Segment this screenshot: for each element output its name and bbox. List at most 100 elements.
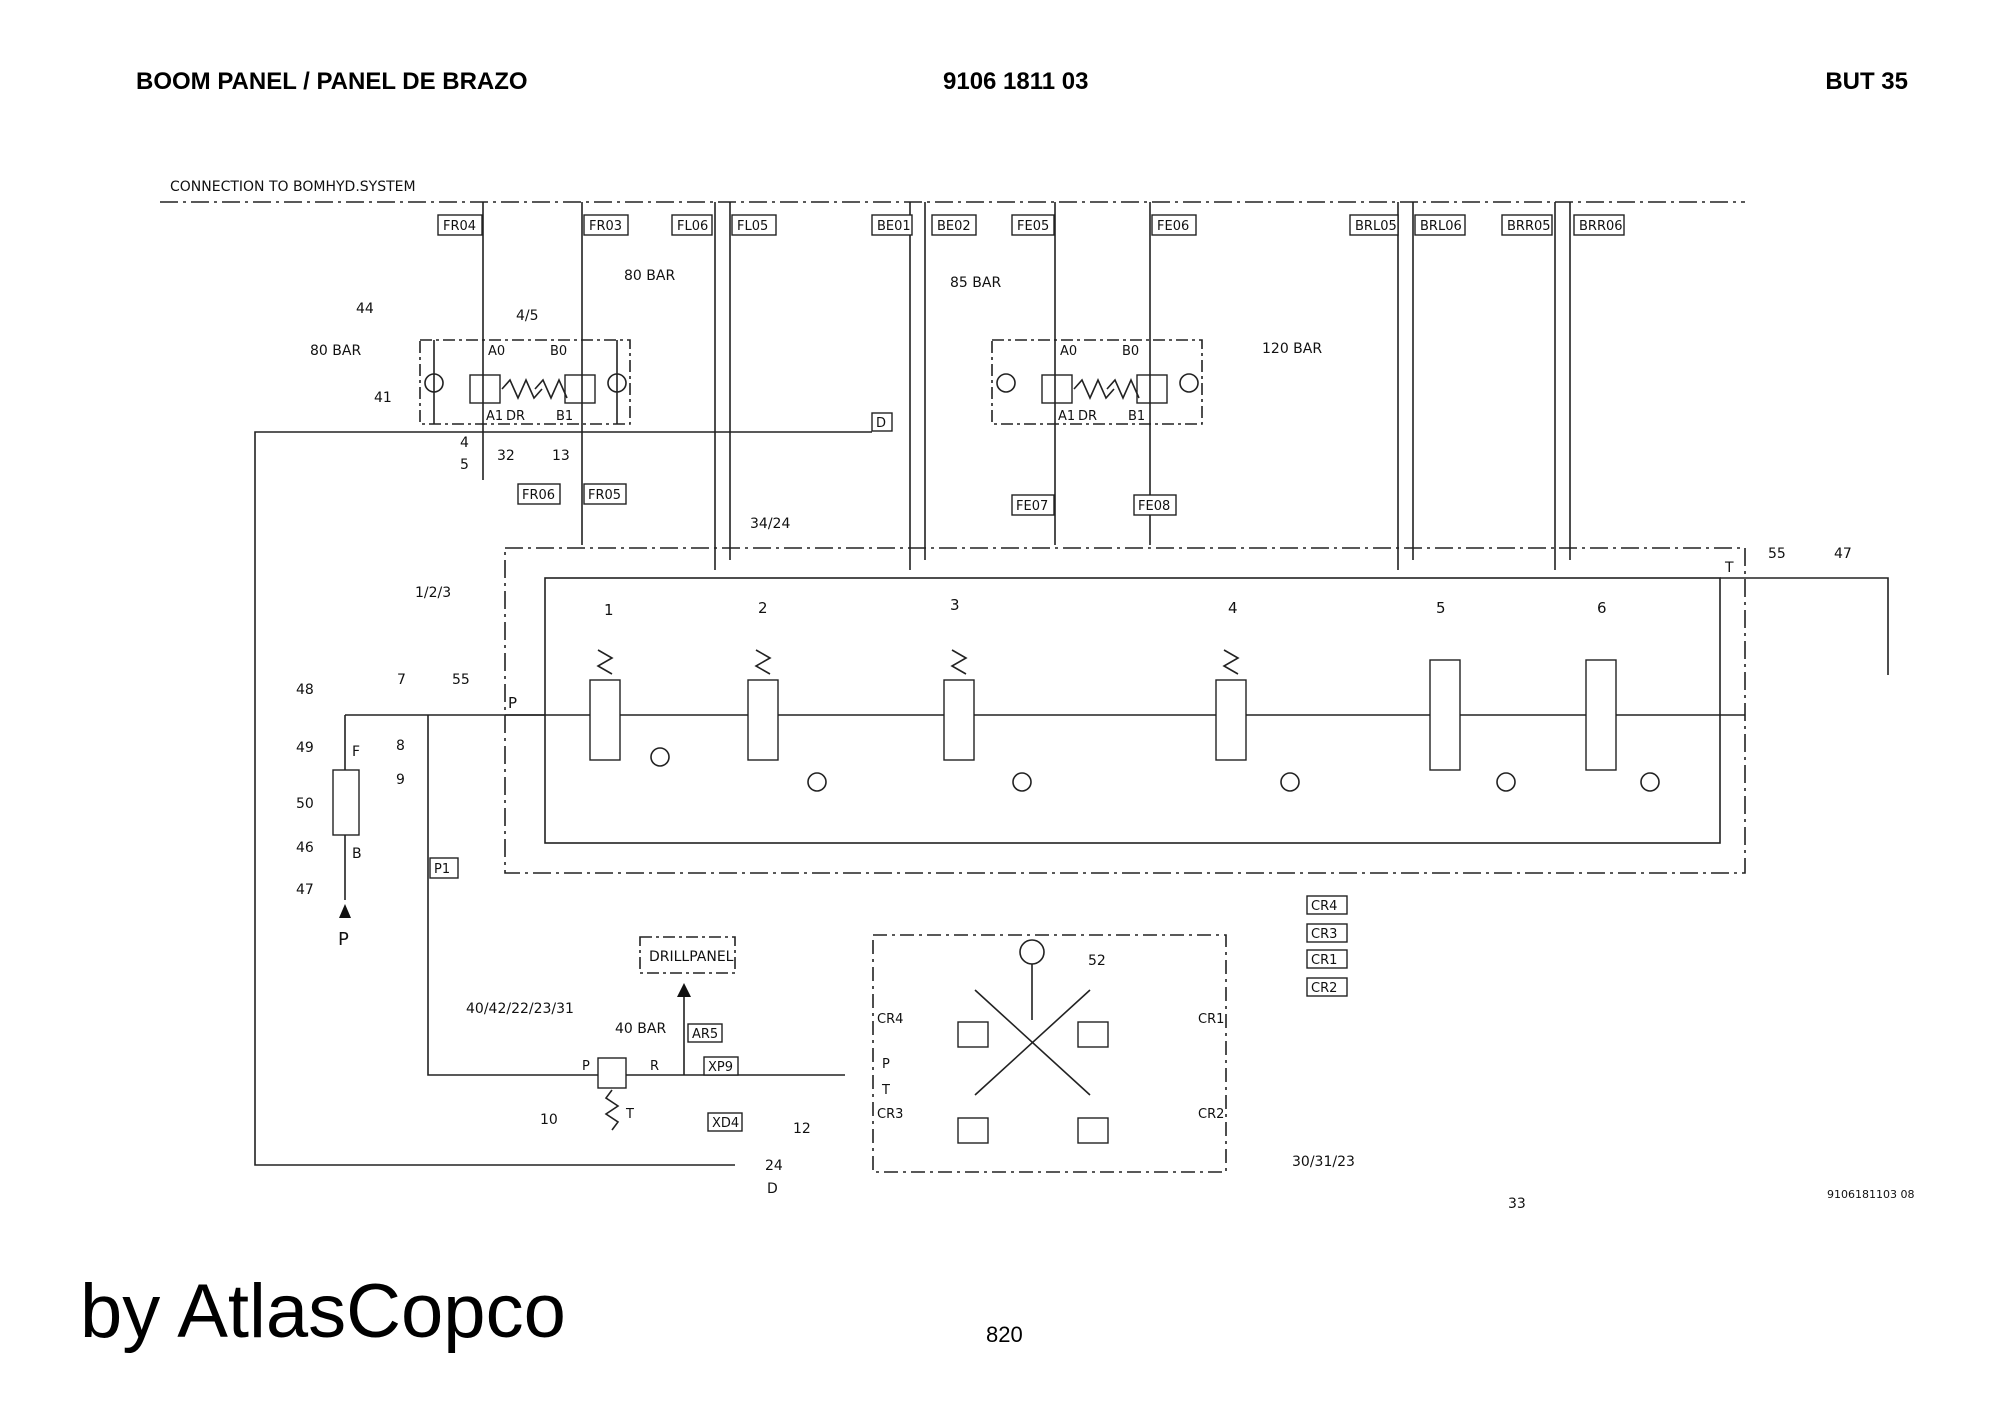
port-dr-right: DR bbox=[1078, 409, 1097, 424]
valve-section-2: 2 bbox=[747, 599, 827, 792]
port-tag-be02: BE02 bbox=[937, 219, 971, 234]
section-label-4: 4 bbox=[1228, 599, 1238, 617]
callout-13: 13 bbox=[552, 448, 570, 464]
document-number: 9106 1811 03 bbox=[943, 68, 1089, 95]
joystick-port-cr4: CR4 bbox=[877, 1012, 903, 1027]
port-tag-brl05: BRL05 bbox=[1355, 219, 1397, 234]
port-tag-fr03: FR03 bbox=[589, 219, 622, 234]
hose-lines bbox=[482, 202, 1571, 570]
callout-55-left: 55 bbox=[452, 672, 470, 688]
callout-9: 9 bbox=[396, 772, 405, 788]
block-port-t: T bbox=[1724, 560, 1734, 576]
section-label-3: 3 bbox=[950, 596, 960, 614]
callout-8: 8 bbox=[396, 738, 405, 754]
directional-valve-block: 1/2/3 P T bbox=[415, 547, 1746, 874]
callout-12: 12 bbox=[793, 1121, 811, 1137]
joystick-port-cr2: CR2 bbox=[1198, 1107, 1224, 1122]
valve-section-6: 6 bbox=[1585, 599, 1660, 792]
port-tag-fl05: FL05 bbox=[737, 219, 768, 234]
port-dr-left: DR bbox=[506, 409, 525, 424]
callout-4: 4 bbox=[460, 435, 469, 451]
callout-34-24: 34/24 bbox=[750, 516, 790, 532]
overcenter-valve-left: A0 B0 A1 DR B1 bbox=[419, 330, 631, 425]
inlet-port-p: P bbox=[338, 929, 349, 950]
callout-40-42-22-23-31: 40/42/22/23/31 bbox=[466, 1001, 574, 1017]
callout-24: 24 bbox=[765, 1158, 783, 1174]
callout-44: 44 bbox=[356, 301, 374, 317]
joystick-port-p: P bbox=[882, 1057, 890, 1072]
overcenter-valve-right: A0 B0 A1 DR B1 bbox=[991, 330, 1203, 425]
relief-pressure-120: 120 BAR bbox=[1262, 341, 1322, 357]
section-label-1: 1 bbox=[604, 601, 614, 619]
page-number: 820 bbox=[986, 1322, 1023, 1347]
pressure-reducing-valve: 40/42/22/23/31 P R T 10 12 24 D bbox=[466, 1001, 811, 1197]
callout-33: 33 bbox=[1508, 1196, 1526, 1212]
port-b1-right: B1 bbox=[1128, 409, 1145, 424]
connection-label: CONNECTION TO BOMHYD.SYSTEM bbox=[170, 179, 416, 195]
port-tag-fe06: FE06 bbox=[1157, 219, 1189, 234]
port-b0-left: B0 bbox=[550, 344, 567, 359]
port-tag-brl06: BRL06 bbox=[1420, 219, 1462, 234]
valve-section-4: 4 bbox=[1215, 599, 1300, 792]
port-tag-brr06: BRR06 bbox=[1579, 219, 1623, 234]
port-b0-right: B0 bbox=[1122, 344, 1139, 359]
callout-5: 5 bbox=[460, 457, 469, 473]
port-a1-right: A1 bbox=[1058, 409, 1075, 424]
port-tag-fr06: FR06 bbox=[522, 488, 555, 503]
section-label-2: 2 bbox=[758, 599, 768, 617]
joystick-port-t: T bbox=[881, 1083, 890, 1098]
callout-7: 7 bbox=[397, 672, 406, 688]
port-tag-cr4: CR4 bbox=[1311, 899, 1337, 914]
block-port-p: P bbox=[508, 694, 517, 712]
drillpanel-connection: DRILLPANEL AR5 XP9 XD4 bbox=[639, 936, 743, 1132]
relief-pressure-80-top: 80 BAR bbox=[624, 268, 675, 284]
joystick-port-cr3: CR3 bbox=[877, 1107, 903, 1122]
port-tag-cr1: CR1 bbox=[1311, 953, 1337, 968]
relief-pressure-85: 85 BAR bbox=[950, 275, 1001, 291]
callout-55-right: 55 bbox=[1768, 546, 1786, 562]
drawing-reference: 9106181103 08 bbox=[1827, 1188, 1914, 1201]
drillpanel-label: DRILLPANEL bbox=[649, 949, 734, 965]
callout-46: 46 bbox=[296, 840, 314, 856]
callout-47-right: 47 bbox=[1834, 546, 1852, 562]
pressure-inlet: P 48 49 50 46 47 F B 7 8 9 55 bbox=[296, 672, 545, 950]
relief-pressure-80-left: 80 BAR bbox=[310, 343, 361, 359]
port-b1-left: B1 bbox=[556, 409, 573, 424]
pilot-joystick-valve: 52 CR4 CR1 CR3 CR2 P T bbox=[872, 934, 1227, 1173]
section-label-5: 5 bbox=[1436, 599, 1446, 617]
callout-32: 32 bbox=[497, 448, 515, 464]
port-tag-fe07: FE07 bbox=[1016, 499, 1048, 514]
valve-section-3: 3 bbox=[943, 596, 1032, 792]
callout-30-31-23: 30/31/23 bbox=[1292, 1154, 1355, 1170]
document-title: BOOM PANEL / PANEL DE BRAZO bbox=[136, 68, 528, 95]
port-tag-fe05: FE05 bbox=[1017, 219, 1049, 234]
port-tag-brr05: BRR05 bbox=[1507, 219, 1551, 234]
drain-port-d: D bbox=[767, 1181, 778, 1197]
callout-4-5: 4/5 bbox=[516, 308, 539, 324]
port-tag-fr05: FR05 bbox=[588, 488, 621, 503]
callout-10: 10 bbox=[540, 1112, 558, 1128]
tank-line bbox=[1720, 577, 1889, 675]
callout-49: 49 bbox=[296, 740, 314, 756]
port-tag-xp9: XP9 bbox=[708, 1060, 733, 1075]
port-tag-d: D bbox=[876, 416, 886, 431]
valve-section-5: 5 bbox=[1429, 599, 1516, 792]
callout-41: 41 bbox=[374, 390, 392, 406]
port-a0-left: A0 bbox=[488, 344, 505, 359]
prv-port-p: P bbox=[582, 1059, 590, 1074]
prv-port-r: R bbox=[650, 1059, 659, 1074]
port-a0-right: A0 bbox=[1060, 344, 1077, 359]
callout-48: 48 bbox=[296, 682, 314, 698]
callout-1-2-3: 1/2/3 bbox=[415, 585, 451, 601]
relief-pressure-40: 40 BAR bbox=[615, 1021, 666, 1037]
port-tag-cr3: CR3 bbox=[1311, 927, 1337, 942]
callout-47-left: 47 bbox=[296, 882, 314, 898]
port-tag-fe08: FE08 bbox=[1138, 499, 1170, 514]
port-tag-ar5: AR5 bbox=[692, 1027, 718, 1042]
port-a1-left: A1 bbox=[486, 409, 503, 424]
port-tag-be01: BE01 bbox=[877, 219, 911, 234]
top-port-tags: FR04 FR03 FL06 FL05 BE01 BE02 FE05 FE06 … bbox=[437, 214, 1625, 236]
prv-port-t: T bbox=[625, 1107, 634, 1122]
callout-50: 50 bbox=[296, 796, 314, 812]
